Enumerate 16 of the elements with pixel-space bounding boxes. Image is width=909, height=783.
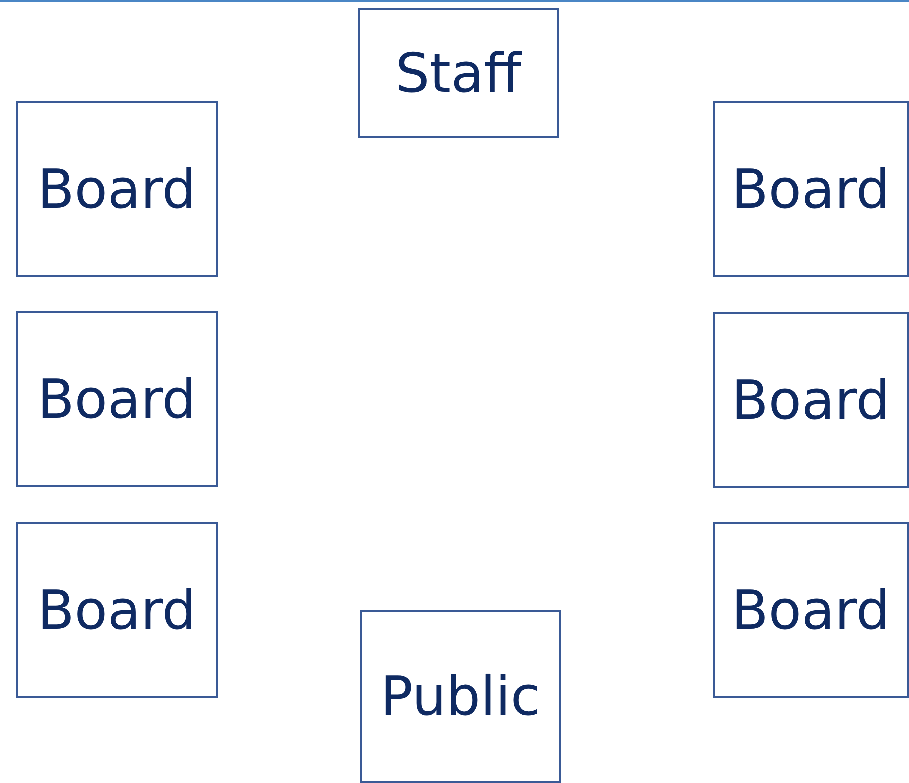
seat-label: Board [732,368,890,432]
seat-box [713,312,909,488]
seat-label: Public [380,665,540,728]
seat-box [713,101,909,277]
seat-box [713,522,909,698]
seat-label: Staff [396,42,522,104]
seat-label: Board [732,578,890,642]
seat-label: Board [732,158,890,220]
seat-box [360,610,561,783]
seat-label: Board [38,368,196,430]
seat-box [16,522,218,698]
seat-label: Board [38,158,196,220]
seat-box [358,8,559,138]
seat-box [16,101,218,277]
seat-label: Board [38,578,196,642]
seat-box [16,311,218,487]
